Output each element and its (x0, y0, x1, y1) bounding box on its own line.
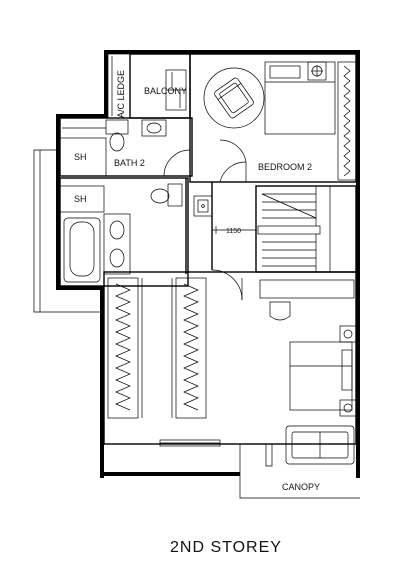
canopy-label: CANOPY (282, 482, 320, 492)
toilet-bath2 (109, 132, 125, 152)
ac-ledge: A/C LEDGE (107, 53, 131, 119)
bedside-table-2 (339, 325, 357, 343)
master-bath: SH (59, 177, 189, 287)
bath-2: SH BATH 2 (59, 117, 193, 177)
plan-title: 2ND STOREY (170, 539, 282, 556)
chair (269, 301, 291, 321)
sh-lower-label: SH (74, 194, 87, 204)
sh-upper-label: SH (74, 152, 87, 162)
stair-treads-lower (262, 241, 316, 267)
master-bedroom (103, 271, 357, 465)
canopy: CANOPY (239, 444, 360, 499)
bathtub (63, 217, 101, 283)
sofa (285, 425, 355, 465)
outer-walls (56, 50, 360, 478)
stair-treads-upper (262, 193, 316, 219)
basin-bath2 (146, 122, 162, 134)
shower-upper (59, 137, 107, 177)
stair-rail (257, 225, 321, 235)
corridor-basin (193, 195, 213, 217)
shower-lower (59, 185, 105, 213)
bath-2-label: BATH 2 (114, 158, 145, 168)
ac-ledge-label: A/C LEDGE (116, 70, 126, 118)
bedside-table-1 (307, 61, 327, 81)
left-planter (33, 149, 104, 313)
armchair (214, 77, 254, 119)
bedside-table-3 (339, 399, 357, 417)
balcony-label: BALCONY (144, 86, 187, 96)
staircase (255, 185, 357, 273)
wardrobe-middle (175, 277, 207, 419)
bedroom-2-label: BEDROOM 2 (258, 162, 312, 172)
corridor: 1150 (193, 182, 256, 301)
round-rug (203, 67, 265, 129)
balcony: BALCONY (129, 53, 191, 119)
dimension-label: 1150 (226, 228, 241, 235)
bed-1 (264, 61, 336, 135)
vanity (103, 213, 131, 275)
wardrobe-left (107, 277, 139, 419)
bedroom-2: BEDROOM 2 (189, 53, 357, 183)
toilet-master (150, 188, 170, 204)
wardrobe-bedroom2 (337, 61, 357, 181)
